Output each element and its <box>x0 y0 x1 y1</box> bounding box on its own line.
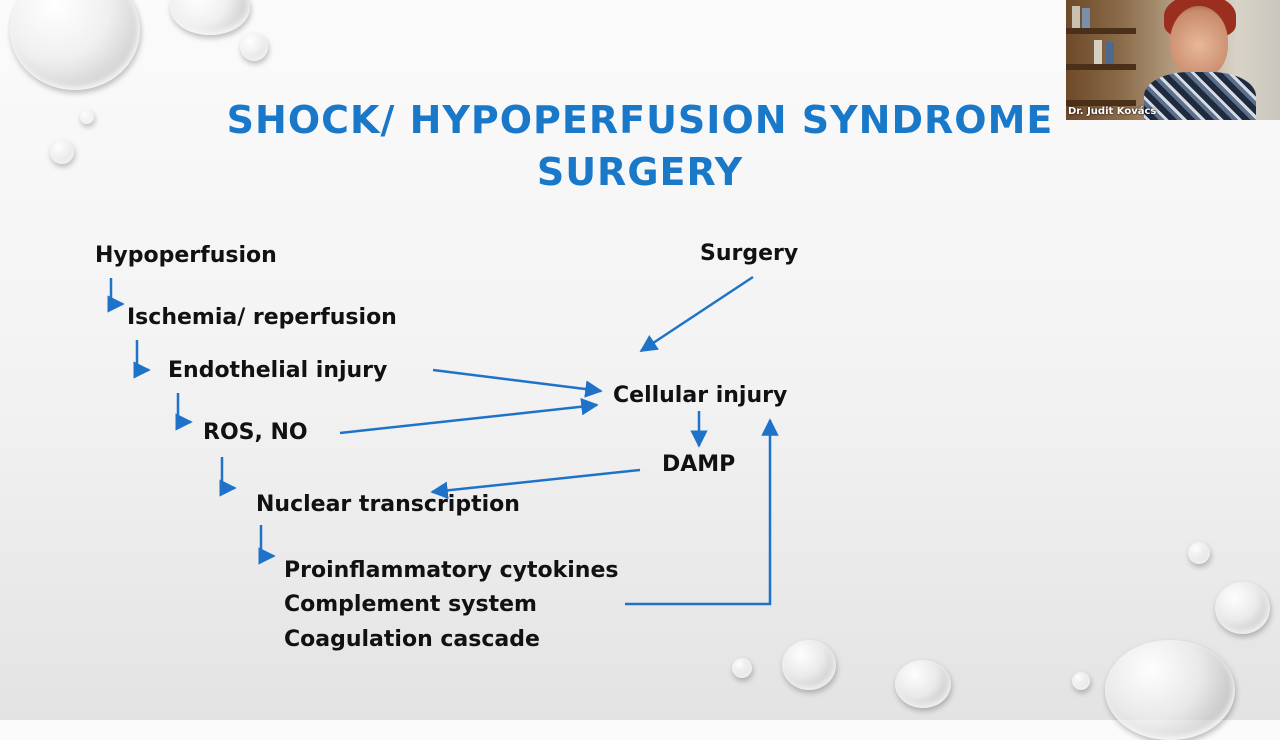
book <box>1094 40 1102 64</box>
water-drop-decoration <box>732 658 752 678</box>
arrow-cytokines-to-cellular <box>625 418 779 606</box>
water-drop-decoration <box>1072 672 1090 690</box>
arrow-nuclear-to-cytokines <box>258 525 276 565</box>
book <box>1106 42 1114 64</box>
water-drop-decoration <box>1215 582 1270 634</box>
flow-arrows <box>107 275 779 606</box>
node-complement-system: Complement system <box>284 592 537 617</box>
arrow-hypoperfusion-to-ischemia <box>107 278 125 313</box>
water-drop-decoration <box>1188 542 1210 564</box>
water-drop-decoration <box>80 110 94 124</box>
water-drop-decoration <box>895 660 951 708</box>
participant-name-label: Dr. Judit Kovács <box>1068 106 1157 117</box>
node-hypoperfusion: Hypoperfusion <box>95 243 277 268</box>
bookshelf <box>1066 64 1136 70</box>
node-proinflammatory-cytokines: Proinflammatory cytokines <box>284 558 619 583</box>
book <box>1072 6 1080 28</box>
arrow-surgery-to-cellular <box>639 275 754 353</box>
arrow-ros-to-cellular <box>339 398 599 435</box>
slide-title-line-2: SURGERY <box>536 150 744 194</box>
node-ischemia-reperfusion: Ischemia/ reperfusion <box>127 305 397 330</box>
participant-clothing <box>1144 72 1256 120</box>
water-drop-decoration <box>50 140 74 164</box>
bookshelf <box>1066 100 1136 106</box>
node-surgery: Surgery <box>700 241 799 266</box>
book <box>1082 8 1090 28</box>
water-drop-decoration <box>782 640 836 690</box>
arrow-endothelial-to-ros <box>175 393 193 431</box>
node-damp: DAMP <box>662 452 736 477</box>
arrow-endothelial-to-cellular <box>432 368 603 398</box>
node-ros-no: ROS, NO <box>203 420 308 445</box>
arrow-damp-to-nuclear <box>430 468 641 500</box>
bookshelf <box>1066 28 1136 34</box>
participant-video-tile[interactable]: Dr. Judit Kovács <box>1066 0 1280 120</box>
node-cellular-injury: Cellular injury <box>613 383 788 408</box>
arrow-ros-to-nuclear <box>219 457 237 497</box>
node-coagulation-cascade: Coagulation cascade <box>284 627 540 652</box>
participant-face <box>1170 6 1228 78</box>
node-nuclear-transcription: Nuclear transcription <box>256 492 520 517</box>
water-drop-decoration <box>240 33 268 61</box>
arrow-ischemia-to-endothelial <box>133 340 151 379</box>
slide-title-line-1: SHOCK/ HYPOPERFUSION SYNDROME <box>226 98 1054 142</box>
node-endothelial-injury: Endothelial injury <box>168 358 388 383</box>
